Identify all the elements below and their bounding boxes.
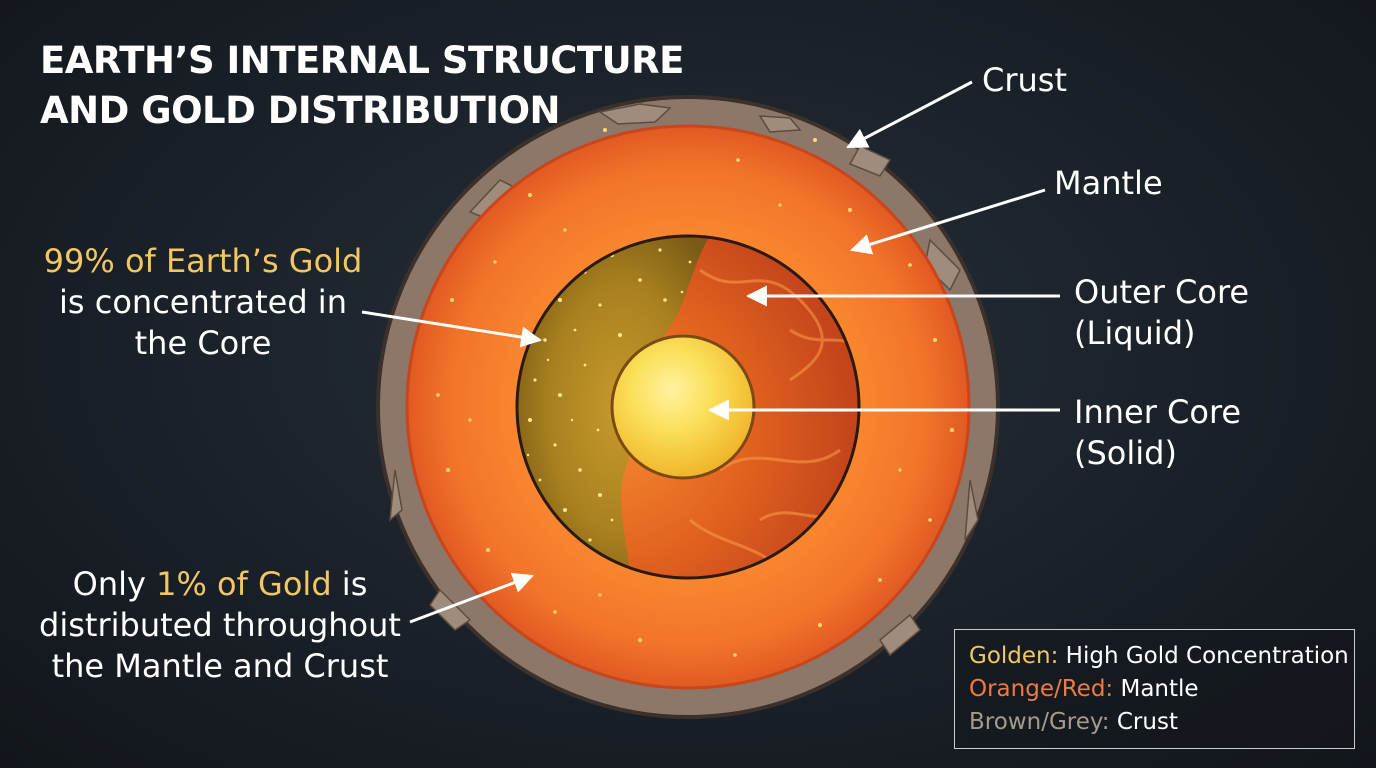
mantle-gold-line-1: Only 1% of Gold is [30, 564, 410, 605]
legend-item-brown-grey: Brown/Grey: Crust [969, 706, 1354, 739]
gold-half [517, 236, 720, 578]
mantle-gold-line-3: the Mantle and Crust [51, 647, 389, 685]
core-gold-line-3: the Core [134, 324, 272, 362]
mantle-gold-highlight: 1% of Gold [156, 565, 332, 603]
core-gold-line-2: is concentrated in [59, 283, 347, 321]
mantle-gold-prefix: Only [72, 565, 157, 603]
mantle-gold-suffix: is [331, 565, 368, 603]
inner-core-label-line-2: (Solid) [1074, 434, 1177, 472]
inner-core-label: Inner Core (Solid) [1074, 392, 1241, 474]
mantle-gold-arrow [409, 572, 534, 624]
mantle-gold-line-2: distributed throughout [39, 606, 401, 644]
outer-core-label-line-2: (Liquid) [1074, 314, 1196, 352]
color-legend: Golden: High Gold Concentration Orange/R… [954, 629, 1355, 749]
crust-arrow [846, 80, 973, 149]
legend-key-brown-grey: Brown/Grey: [969, 709, 1110, 735]
pointer-arrows [361, 80, 1060, 624]
legend-key-golden: Golden: [969, 643, 1059, 669]
diagram-title: EARTH’S INTERNAL STRUCTURE AND GOLD DIST… [40, 36, 684, 136]
crust-label: Crust [982, 61, 1067, 99]
legend-item-orange-red: Orange/Red: Mantle [969, 673, 1354, 706]
title-line-1: EARTH’S INTERNAL STRUCTURE [40, 39, 684, 82]
core-gold-arrow [361, 310, 543, 348]
outer-core-label-line-1: Outer Core [1074, 273, 1250, 311]
inner-core-label-line-1: Inner Core [1074, 393, 1242, 431]
mantle-gold-flecks [436, 128, 954, 657]
legend-value-golden: High Gold Concentration [1058, 643, 1349, 669]
inner-core [610, 334, 756, 480]
liquid-swirls [689, 268, 859, 571]
legend-value-orange-red: Mantle [1113, 676, 1199, 702]
core-gold-annotation: 99% of Earth’s Gold is concentrated in t… [28, 241, 378, 364]
legend-key-orange-red: Orange/Red: [969, 676, 1114, 702]
mantle-label: Mantle [1054, 164, 1163, 202]
mantle-gold-annotation: Only 1% of Gold is distributed throughou… [30, 564, 410, 687]
outer-core-boundary [515, 234, 861, 580]
core-gold-highlight: 99% of Earth’s Gold [43, 242, 363, 280]
outer-core-gold-flecks [526, 248, 692, 542]
mantle-arrow [849, 188, 1046, 255]
title-line-2: AND GOLD DISTRIBUTION [40, 89, 560, 132]
legend-item-golden: Golden: High Gold Concentration [969, 640, 1354, 673]
legend-value-brown-grey: Crust [1109, 709, 1178, 735]
outer-core-label: Outer Core (Liquid) [1074, 272, 1249, 354]
